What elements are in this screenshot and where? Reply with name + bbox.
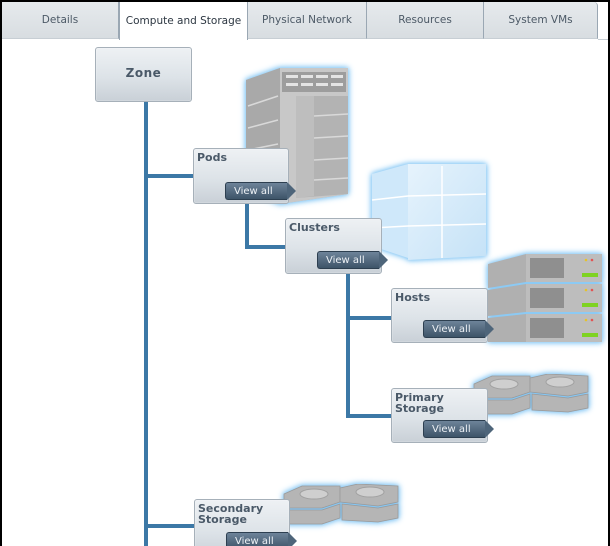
secondary-storage-view-all-button[interactable]: View all <box>226 532 297 546</box>
secondary-storage-label: Secondary Storage <box>198 502 264 526</box>
hosts-node: Hosts View all <box>391 288 494 343</box>
primary-storage-disk-icon <box>473 374 589 415</box>
tab-details[interactable]: Details <box>2 2 119 39</box>
zone-to-secondary-storage-line <box>144 524 196 528</box>
hosts-view-all-button[interactable]: View all <box>423 320 494 338</box>
primary-storage-view-all-button[interactable]: View all <box>423 420 494 438</box>
hosts-label: Hosts <box>395 291 431 304</box>
clusters-label: Clusters <box>289 221 340 234</box>
pods-label: Pods <box>197 151 228 164</box>
pods-node: Pods View all <box>193 148 296 204</box>
clusters-to-primary-storage-line <box>346 414 392 418</box>
secondary-storage-node: Secondary Storage View all <box>194 499 297 546</box>
pods-to-clusters-line <box>245 245 287 249</box>
clusters-view-all-button[interactable]: View all <box>317 251 388 269</box>
tab-system-vms[interactable]: System VMs <box>484 2 598 39</box>
zone-node[interactable]: Zone <box>95 47 192 102</box>
zone-to-pods-line <box>144 174 194 178</box>
pods-trunk-line <box>245 203 249 249</box>
primary-storage-node: Primary Storage View all <box>391 388 494 443</box>
tab-physical-network[interactable]: Physical Network <box>248 2 367 39</box>
tab-bar: Details Compute and Storage Physical Net… <box>2 2 608 40</box>
pods-view-all-button[interactable]: View all <box>225 182 296 200</box>
tab-compute-and-storage[interactable]: Compute and Storage <box>119 2 248 40</box>
server-stack-icon <box>488 254 602 342</box>
clusters-to-hosts-line <box>346 316 392 320</box>
tab-resources[interactable]: Resources <box>367 2 484 39</box>
zone-trunk-line <box>144 101 148 546</box>
zone-label: Zone <box>125 66 162 80</box>
cluster-cube-icon <box>371 164 487 260</box>
clusters-node: Clusters View all <box>285 218 388 274</box>
secondary-storage-disk-icon <box>283 484 399 525</box>
primary-storage-label: Primary Storage <box>395 391 444 415</box>
tab-bar-divider <box>598 39 608 40</box>
clusters-trunk-line <box>346 274 350 418</box>
